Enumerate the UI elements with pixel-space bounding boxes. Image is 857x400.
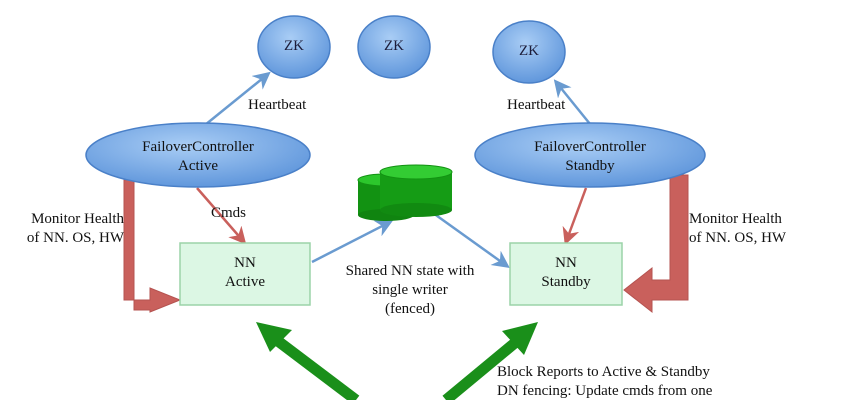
failover-controller-active-label: FailoverController Active [98, 138, 298, 176]
zk-node-2 [357, 15, 431, 79]
monitor-arrow-right [623, 174, 689, 314]
shared-state-arrow-write [311, 220, 394, 264]
shared-state-line1: Shared NN state with [345, 263, 475, 279]
nn-standby-label: NN Standby [510, 254, 622, 292]
nn-standby-line2: Standby [541, 274, 591, 290]
cmds-arrow-standby [562, 187, 588, 246]
failover-controller-standby-shape [474, 122, 706, 188]
failover-controller-active-shape [85, 122, 311, 188]
monitor-health-label-left: Monitor Health of NN. OS, HW [0, 210, 124, 248]
nn-active-line2: Active [225, 274, 265, 290]
failover-active-line1: FailoverController [142, 139, 254, 155]
heartbeat-label-right: Heartbeat [507, 97, 566, 113]
monitor-right-line2: of NN. OS, HW [689, 230, 787, 246]
zk-node-1 [257, 15, 331, 79]
shared-state-line3: (fenced) [385, 301, 435, 317]
zk-node-3 [492, 20, 566, 84]
nn-standby-line1: NN [555, 255, 577, 271]
shared-state-label: Shared NN state with single writer (fenc… [320, 262, 500, 319]
block-reports-line2: DN fencing: Update cmds from one [497, 383, 713, 399]
nn-active-box [179, 242, 311, 306]
zk-node-1-label: ZK [284, 38, 304, 54]
failover-standby-line1: FailoverController [534, 139, 646, 155]
heartbeat-label-left: Heartbeat [248, 97, 307, 113]
block-reports-line1: Block Reports to Active & Standby [497, 364, 710, 380]
nn-active-line1: NN [234, 255, 256, 271]
failover-active-line2: Active [178, 158, 218, 174]
heartbeat-arrow-left [204, 71, 271, 126]
zk-node-2-label: ZK [384, 38, 404, 54]
monitor-right-line1: Monitor Health [689, 211, 782, 227]
nn-standby-box [509, 242, 623, 306]
block-report-arrow-standby [442, 322, 538, 400]
monitor-health-label-right: Monitor Health of NN. OS, HW [689, 210, 786, 248]
block-report-arrow-active [256, 322, 360, 400]
shared-state-line2: single writer [372, 282, 448, 298]
nn-active-label: NN Active [180, 254, 310, 292]
zk-node-3-label: ZK [519, 43, 539, 59]
shared-storage-icon [357, 164, 453, 221]
block-reports-label: Block Reports to Active & Standby DN fen… [497, 363, 712, 400]
failover-standby-line2: Standby [565, 158, 615, 174]
shared-state-arrow-read [432, 211, 510, 269]
failover-controller-standby-label: FailoverController Standby [490, 138, 690, 176]
monitor-arrow-left [123, 179, 182, 313]
monitor-left-line2: of NN. OS, HW [26, 230, 124, 246]
cmds-arrow-active [196, 187, 247, 245]
heartbeat-arrow-right [553, 79, 591, 125]
monitor-left-line1: Monitor Health [31, 211, 124, 227]
cmds-label: Cmds [211, 205, 247, 221]
